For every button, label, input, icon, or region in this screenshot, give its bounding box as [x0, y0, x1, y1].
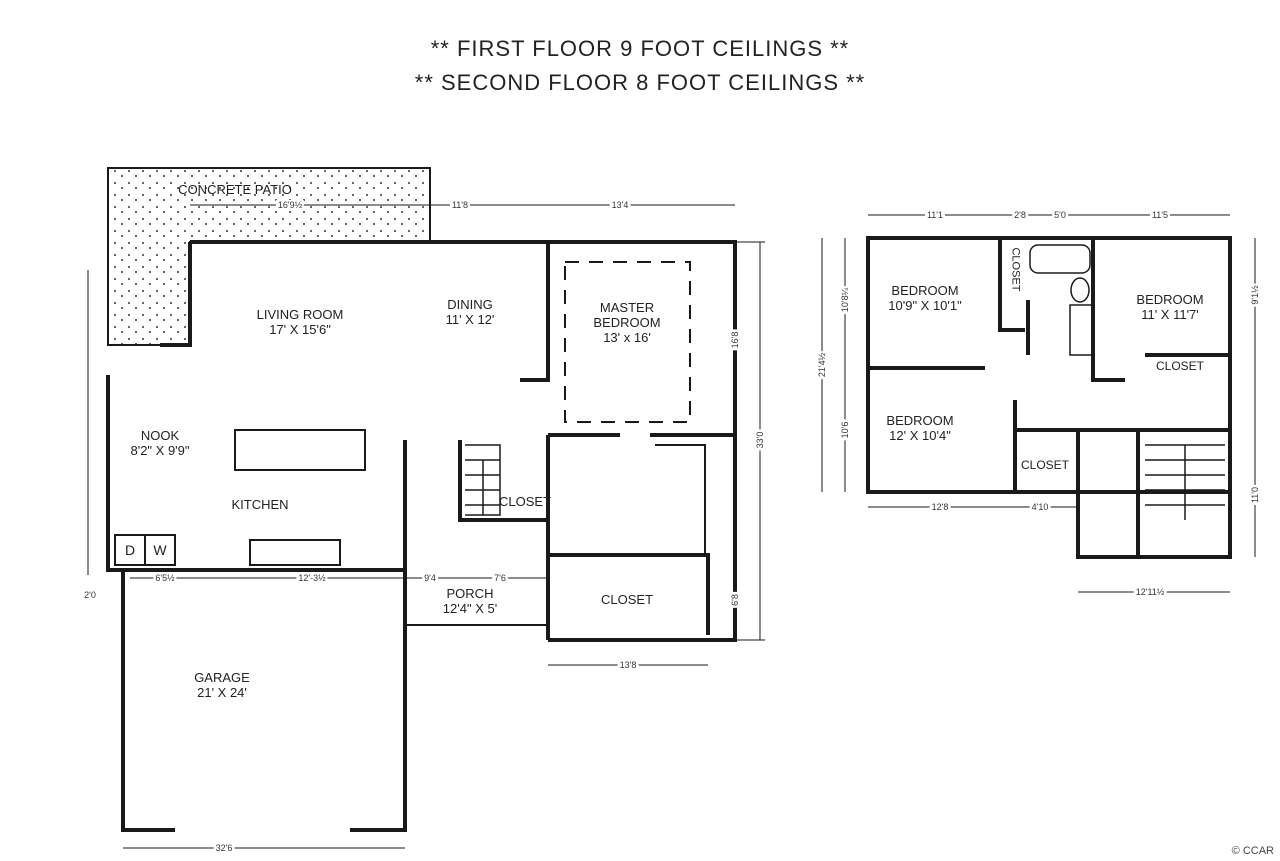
- dimension: 9'1½: [1250, 283, 1260, 307]
- title-second-floor: ** SECOND FLOOR 8 FOOT CEILINGS **: [414, 70, 866, 95]
- room-label-kitchen: KITCHEN: [231, 497, 289, 512]
- first-floor-walls: [106, 240, 737, 642]
- dimension: 12'11½: [1133, 587, 1167, 597]
- dimension: 32'6: [213, 843, 235, 853]
- room-label-closet-hall: CLOSET: [1009, 247, 1022, 292]
- dimension-lines-second: [821, 214, 1256, 593]
- dimension: 21'4½: [817, 350, 827, 380]
- dryer-label: D: [124, 542, 136, 558]
- room-label-closet-bedroom-4: CLOSET: [1020, 458, 1070, 472]
- dimension: 2'0: [82, 590, 98, 600]
- dimension: 10'8¼: [840, 285, 850, 315]
- ccar-logo: © CCAR: [1231, 845, 1274, 857]
- dimension: 11'1: [924, 210, 946, 220]
- dimension: 7'6: [492, 573, 508, 583]
- dimension: 11'5: [1149, 210, 1171, 220]
- dimension: 16'9½: [275, 200, 305, 210]
- room-label-closet-bedroom-3: CLOSET: [1155, 359, 1205, 373]
- dimension: 33'0: [755, 429, 765, 451]
- tray-ceiling: [564, 261, 691, 423]
- dimension: 13'8: [617, 660, 639, 670]
- dimension: 12'8: [929, 502, 951, 512]
- stairs-first: [465, 444, 501, 516]
- dimension: 9'4: [422, 573, 438, 583]
- dimension: 13'4: [609, 200, 631, 210]
- washer-label: W: [153, 542, 167, 558]
- dimension: 11'0: [1250, 484, 1260, 506]
- title-first-floor: ** FIRST FLOOR 9 FOOT CEILINGS **: [430, 36, 850, 61]
- room-label-patio: CONCRETE PATIO: [178, 182, 292, 197]
- dimension: 2'8: [1012, 210, 1028, 220]
- room-label-closet-stairs: CLOSET: [498, 494, 552, 509]
- dimension: 4'10: [1029, 502, 1051, 512]
- garage-walls: [121, 570, 407, 832]
- dimension: 11'8: [449, 200, 471, 210]
- dimension: 6'8: [730, 592, 740, 608]
- dimension: 12'-3½: [296, 573, 328, 583]
- dimension: 5'0: [1052, 210, 1068, 220]
- second-floor-walls: [866, 236, 1232, 559]
- room-label-closet-master: CLOSET: [600, 592, 654, 607]
- second-floor-fixtures: [1029, 244, 1225, 520]
- dimension: 16'8: [730, 329, 740, 351]
- dimension: 6'5½: [153, 573, 177, 583]
- dimension: 10'6: [840, 419, 850, 441]
